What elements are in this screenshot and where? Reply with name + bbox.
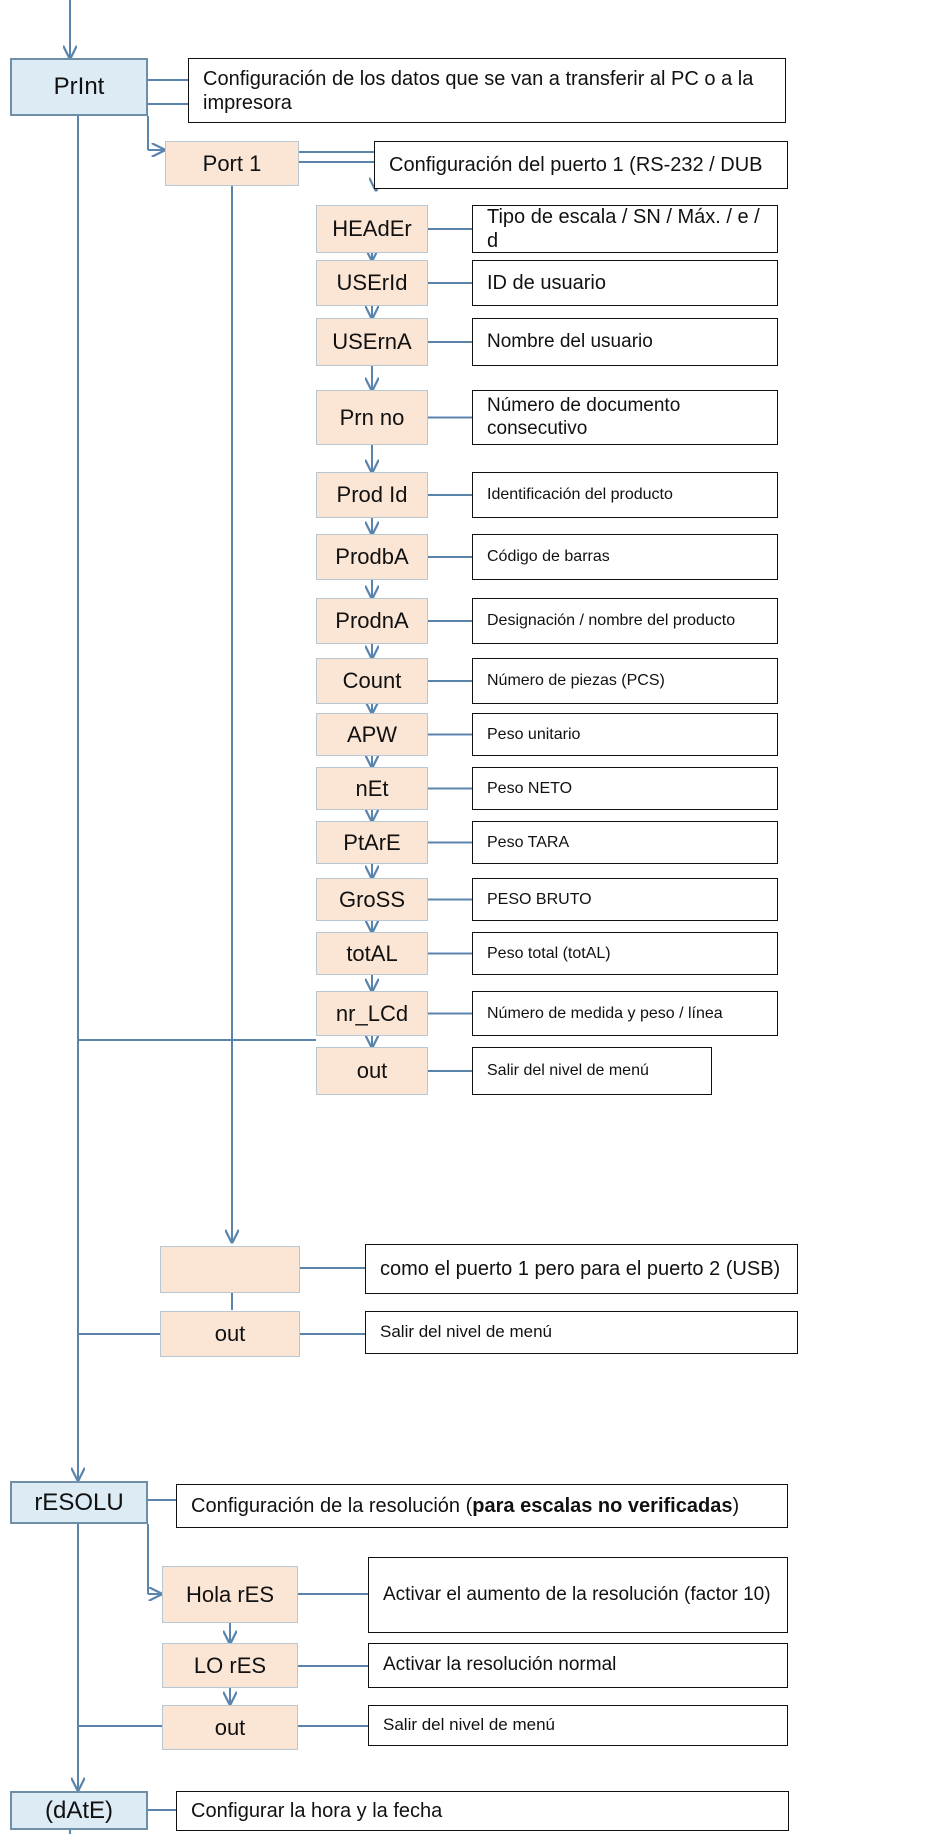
print-item-node[interactable]: USErId <box>316 260 428 306</box>
resolu-desc-bold: para escalas no verificadas <box>472 1495 733 1517</box>
print-item-description: Nombre del usuario <box>472 318 778 366</box>
port2-node[interactable] <box>160 1246 300 1293</box>
print-item-node[interactable]: HEAdEr <box>316 205 428 253</box>
print-item-node[interactable]: PtArE <box>316 821 428 864</box>
print-item-description: Peso unitario <box>472 713 778 756</box>
print-item-node[interactable]: APW <box>316 713 428 756</box>
out-ports-node[interactable]: out <box>160 1311 300 1357</box>
print-item-node[interactable]: ProdnA <box>316 598 428 644</box>
print-item-node[interactable]: Prn no <box>316 390 428 445</box>
port1-description: Configuración del puerto 1 (RS-232 / DUB <box>374 141 788 189</box>
print-item-description: Tipo de escala / SN / Máx. / e / d <box>472 205 778 253</box>
print-item-node[interactable]: nr_LCd <box>316 991 428 1036</box>
resolu-desc-post: ) <box>732 1495 740 1517</box>
print-item-node[interactable]: ProdbA <box>316 534 428 580</box>
date-description: Configurar la hora y la fecha <box>176 1791 789 1831</box>
print-item-description: Peso NETO <box>472 767 778 810</box>
print-item-node[interactable]: totAL <box>316 932 428 975</box>
print-item-node[interactable]: Prod Id <box>316 472 428 518</box>
print-description: Configuración de los datos que se van a … <box>188 58 786 123</box>
print-item-description: PESO BRUTO <box>472 878 778 921</box>
hi-res-node[interactable]: Hola rES <box>162 1566 298 1623</box>
print-item-node[interactable]: GroSS <box>316 878 428 921</box>
print-item-description: Código de barras <box>472 534 778 580</box>
print-item-description: Número de medida y peso / línea <box>472 991 778 1036</box>
print-item-description: Identificación del producto <box>472 472 778 518</box>
print-item-description: Salir del nivel de menú <box>472 1047 712 1095</box>
print-item-description: Número de documento consecutivo <box>472 390 778 445</box>
date-node[interactable]: (dAtE) <box>10 1791 148 1830</box>
print-item-description: Designación / nombre del producto <box>472 598 778 644</box>
print-item-description: Peso total (totAL) <box>472 932 778 975</box>
print-node[interactable]: PrInt <box>10 58 148 116</box>
hi-res-description: Activar el aumento de la resolución (fac… <box>368 1557 788 1633</box>
lo-res-node[interactable]: LO rES <box>162 1643 298 1688</box>
port1-node[interactable]: Port 1 <box>165 141 299 186</box>
port2-description: como el puerto 1 pero para el puerto 2 (… <box>365 1244 798 1294</box>
print-item-node[interactable]: Count <box>316 658 428 704</box>
print-item-description: ID de usuario <box>472 260 778 306</box>
out-res-description: Salir del nivel de menú <box>368 1705 788 1746</box>
resolu-desc-pre: Configuración de la resolución ( <box>191 1495 473 1517</box>
print-item-node[interactable]: nEt <box>316 767 428 810</box>
print-item-description: Número de piezas (PCS) <box>472 658 778 704</box>
resolu-description: Configuración de la resolución (para esc… <box>176 1484 788 1528</box>
print-item-node[interactable]: USErnA <box>316 318 428 366</box>
out-ports-description: Salir del nivel de menú <box>365 1311 798 1354</box>
print-item-node[interactable]: out <box>316 1047 428 1095</box>
out-res-node[interactable]: out <box>162 1705 298 1750</box>
print-item-description: Peso TARA <box>472 821 778 864</box>
lo-res-description: Activar la resolución normal <box>368 1643 788 1688</box>
resolu-node[interactable]: rESOLU <box>10 1481 148 1524</box>
